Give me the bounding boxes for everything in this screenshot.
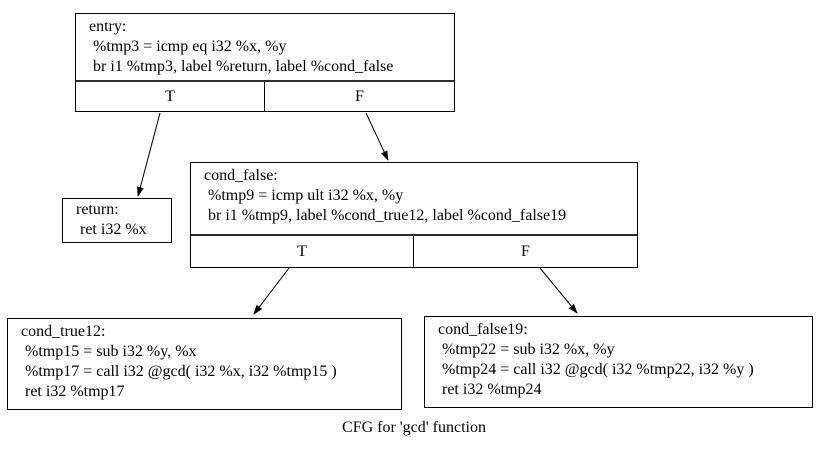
- edge-cond_false-false-to-cond_false19: [539, 267, 578, 314]
- node-cond_false19: cond_false19: %tmp22 = sub i32 %x, %y %t…: [424, 316, 813, 408]
- instruction-line: %tmp15 = sub i32 %y, %x: [21, 343, 197, 360]
- node-cond_false19-body: cond_false19: %tmp22 = sub i32 %x, %y %t…: [425, 317, 812, 407]
- node-cond_false: cond_false: %tmp9 = icmp ult i32 %x, %y …: [190, 162, 638, 268]
- entry-false-port: F: [355, 87, 364, 105]
- entry-branch-ports: T F: [76, 80, 454, 111]
- node-return-body: return: ret i32 %x: [63, 199, 171, 242]
- instruction-line: ret i32 %tmp24: [438, 381, 542, 398]
- cond_false-true-port: T: [191, 236, 414, 267]
- block-label: entry:: [89, 18, 127, 35]
- instruction-line: ret i32 %tmp17: [21, 383, 125, 400]
- block-label: cond_true12:: [21, 323, 106, 340]
- node-cond_true12-body: cond_true12: %tmp15 = sub i32 %y, %x %tm…: [8, 319, 401, 409]
- node-cond_false-body: cond_false: %tmp9 = icmp ult i32 %x, %y …: [191, 163, 637, 234]
- graph-caption: CFG for 'gcd' function: [342, 419, 486, 436]
- instruction-line: ret i32 %x: [76, 221, 147, 238]
- instruction-line: %tmp17 = call i32 @gcd( i32 %x, i32 %tmp…: [21, 363, 337, 380]
- edge-entry-true-to-return: [136, 112, 161, 197]
- node-entry: entry: %tmp3 = icmp eq i32 %x, %y br i1 …: [75, 13, 455, 112]
- instruction-line: %tmp9 = icmp ult i32 %x, %y: [204, 187, 404, 204]
- block-label: cond_false:: [204, 167, 278, 184]
- block-label: return:: [76, 201, 119, 218]
- entry-true-port: T: [76, 82, 265, 111]
- cond_false-false-port: F: [521, 242, 530, 260]
- edge-cond_false-true-to-cond_true12: [253, 267, 290, 315]
- instruction-line: br i1 %tmp3, label %return, label %cond_…: [89, 58, 394, 75]
- instruction-line: %tmp22 = sub i32 %x, %y: [438, 341, 615, 358]
- instruction-line: %tmp24 = call i32 @gcd( i32 %tmp22, i32 …: [438, 361, 754, 378]
- block-label: cond_false19:: [438, 321, 528, 338]
- cond_false-branch-ports: T F: [191, 234, 637, 267]
- instruction-line: br i1 %tmp9, label %cond_true12, label %…: [204, 207, 567, 224]
- node-cond_true12: cond_true12: %tmp15 = sub i32 %y, %x %tm…: [7, 318, 402, 410]
- node-entry-body: entry: %tmp3 = icmp eq i32 %x, %y br i1 …: [76, 14, 454, 80]
- node-return: return: ret i32 %x: [62, 198, 172, 243]
- edge-entry-false-to-cond_false: [365, 112, 389, 161]
- instruction-line: %tmp3 = icmp eq i32 %x, %y: [89, 38, 287, 55]
